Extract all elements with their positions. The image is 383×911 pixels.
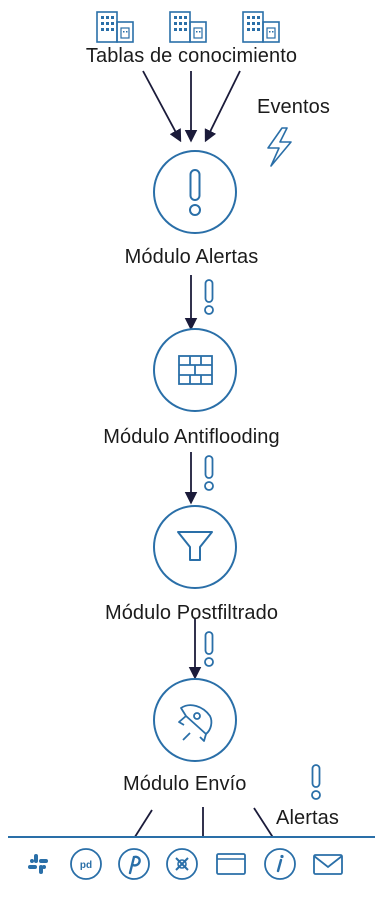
rocket-icon	[178, 704, 213, 742]
module-antiflooding-label: Módulo Antiflooding	[103, 426, 280, 448]
arrow	[253, 807, 274, 836]
module-postfiltrado-label: Módulo Postfiltrado	[104, 602, 279, 624]
envelope-icon[interactable]	[310, 846, 346, 882]
outputs-bar: pd	[0, 836, 383, 911]
building-icon	[242, 11, 280, 43]
sources-label: Tablas de conocimiento	[85, 45, 298, 67]
lightning-icon	[267, 127, 292, 167]
browser-window-icon[interactable]	[213, 846, 249, 882]
building-icon	[96, 11, 134, 43]
pushover-icon[interactable]	[116, 846, 152, 882]
alert-token-icon	[204, 455, 214, 491]
alert-token-icon	[204, 631, 214, 667]
alert-token-icon	[204, 279, 214, 315]
module-alertas-node	[153, 150, 237, 234]
module-postfiltrado-node	[153, 505, 237, 589]
pagerduty-icon[interactable]: pd	[68, 846, 104, 882]
pipeline-diagram	[96, 11, 321, 836]
exclamation-icon	[189, 169, 201, 216]
slack-icon[interactable]	[20, 846, 56, 882]
module-antiflooding-node	[153, 328, 237, 412]
alert-token-icon	[311, 764, 321, 800]
building-icon	[169, 11, 207, 43]
outputs-divider	[8, 836, 375, 838]
custom-integration-icon[interactable]	[164, 846, 200, 882]
brick-wall-icon	[178, 355, 213, 385]
arrow	[142, 70, 182, 143]
arrow	[204, 70, 241, 143]
svg-text:pd: pd	[80, 860, 92, 871]
events-label: Eventos	[257, 96, 330, 118]
info-icon[interactable]	[262, 846, 298, 882]
alerts-label: Alertas	[276, 807, 339, 829]
funnel-icon	[177, 531, 213, 561]
module-alertas-label: Módulo Alertas	[124, 246, 259, 268]
module-envio-label: Módulo Envío	[123, 773, 247, 795]
module-envio-node	[153, 678, 237, 762]
arrow	[134, 809, 153, 836]
